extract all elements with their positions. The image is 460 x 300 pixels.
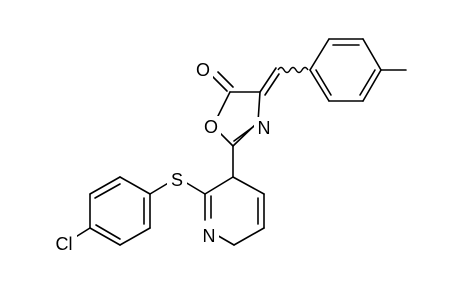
ring-oxygen-label: O — [204, 117, 218, 137]
carbonyl-oxygen-label: O — [196, 60, 210, 80]
tolyl-ring — [309, 38, 382, 102]
s-pyridine-bond — [184, 181, 206, 195]
pyridine-nitrogen-label: N — [203, 226, 216, 246]
exocyclic-double-bond — [259, 67, 280, 96]
chlorine-label: Cl — [56, 234, 73, 254]
ring-nitrogen-label: N — [258, 118, 271, 138]
sulfur-label: S — [171, 170, 183, 190]
carbonyl-bond — [211, 71, 234, 92]
s-phenyl-bond — [149, 181, 171, 195]
pyridine-ring — [204, 145, 265, 246]
chlorophenyl-ring — [89, 176, 151, 246]
wavy-bond — [277, 66, 309, 74]
